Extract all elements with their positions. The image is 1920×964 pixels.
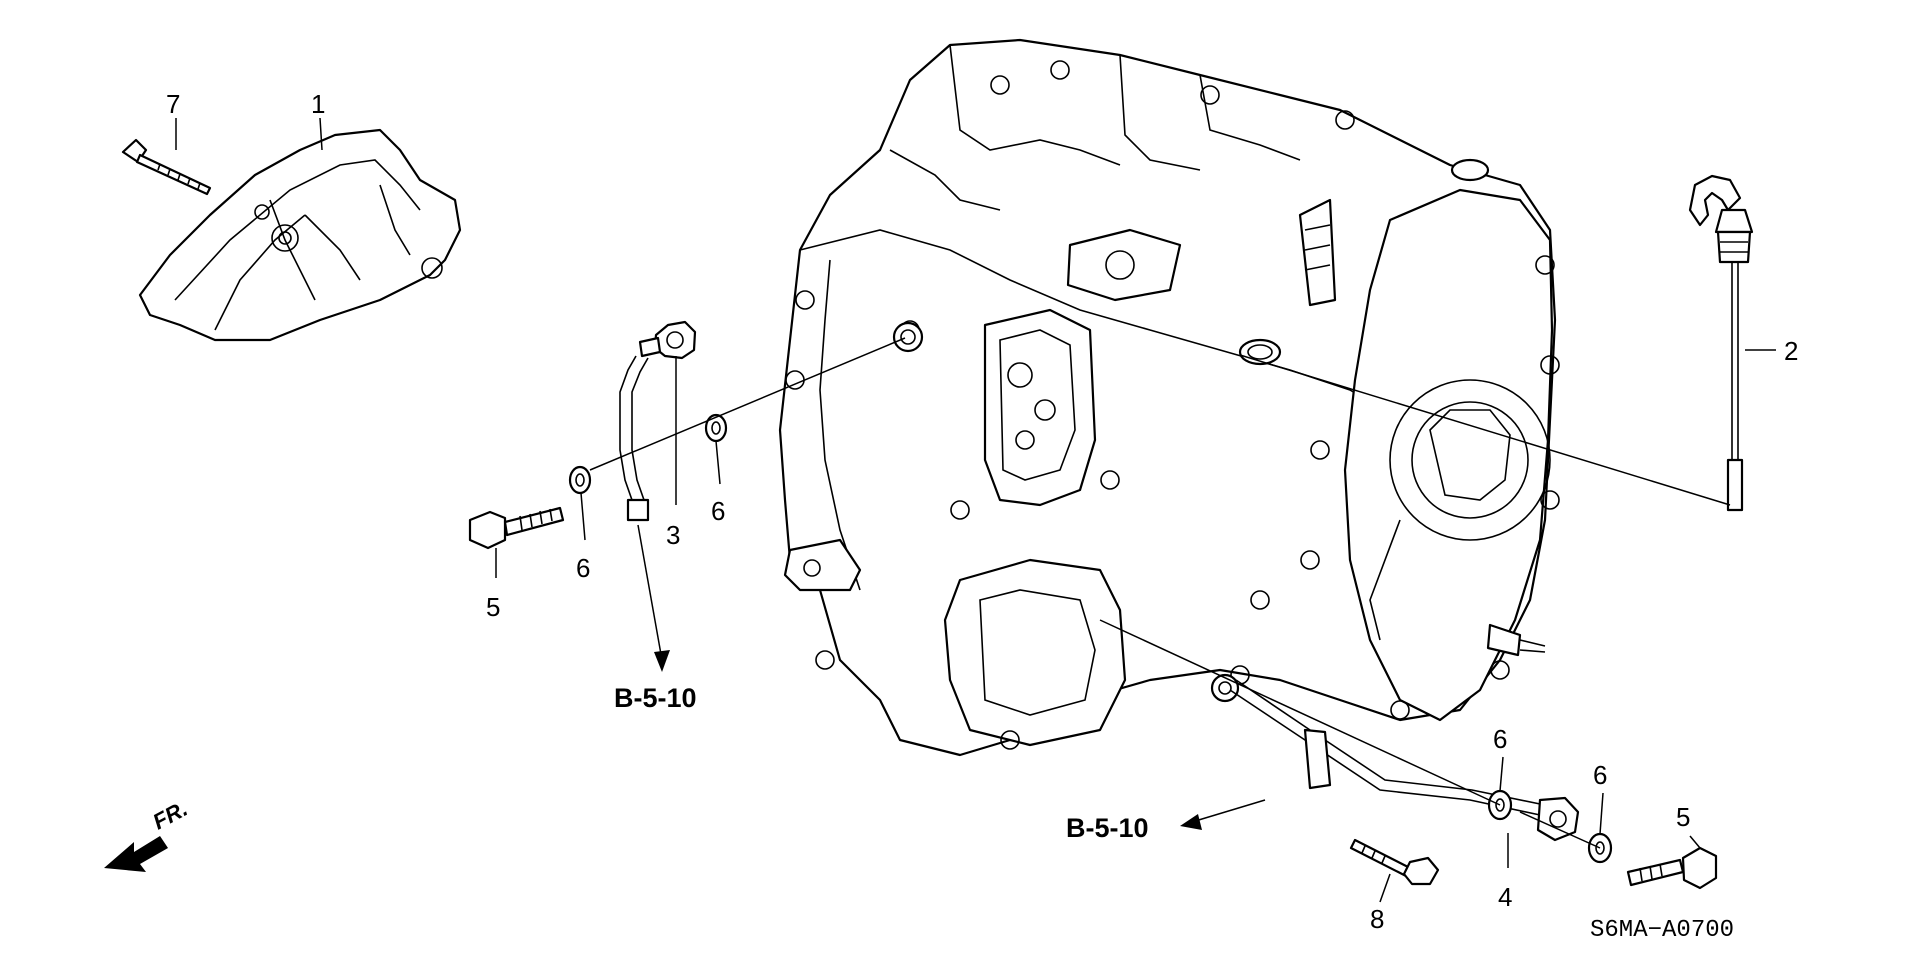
section-reference-upper: B-5-10 (614, 683, 697, 713)
callout-8: 8 (1370, 904, 1384, 934)
banjo-bolt-part-5-right (1626, 846, 1718, 890)
diagram-code: S6MA−A0700 (1590, 917, 1734, 944)
bolt-part-7 (121, 138, 212, 196)
section-reference-lower: B-5-10 (1066, 813, 1149, 843)
callout-6-a: 6 (711, 496, 725, 526)
callout-2: 2 (1784, 336, 1798, 366)
callout-4: 4 (1498, 882, 1512, 912)
front-direction-label: FR. (149, 796, 192, 835)
callout-6-c: 6 (1493, 724, 1507, 754)
dipstick-part-2 (1688, 174, 1754, 512)
bolt-part-8 (1349, 838, 1440, 886)
leader-lines (175, 117, 1776, 903)
washer-part-6-a (568, 465, 592, 495)
cooler-line-part-3 (619, 320, 697, 522)
washer-part-6-b (704, 413, 728, 443)
callout-7: 7 (166, 89, 180, 119)
reference-arrow-lower (1180, 799, 1266, 830)
callout-6-d: 6 (1593, 760, 1607, 790)
bracket-part-1 (138, 128, 462, 342)
callout-1: 1 (311, 89, 325, 119)
callout-5-left: 5 (486, 592, 500, 622)
reference-arrow-upper (637, 524, 670, 672)
banjo-bolt-part-5-left (468, 506, 565, 550)
callout-6-b: 6 (576, 553, 590, 583)
callout-3: 3 (666, 520, 680, 550)
callout-5-right: 5 (1676, 802, 1690, 832)
front-direction-arrow: FR. (104, 796, 192, 872)
transmission-housing (778, 38, 1560, 757)
